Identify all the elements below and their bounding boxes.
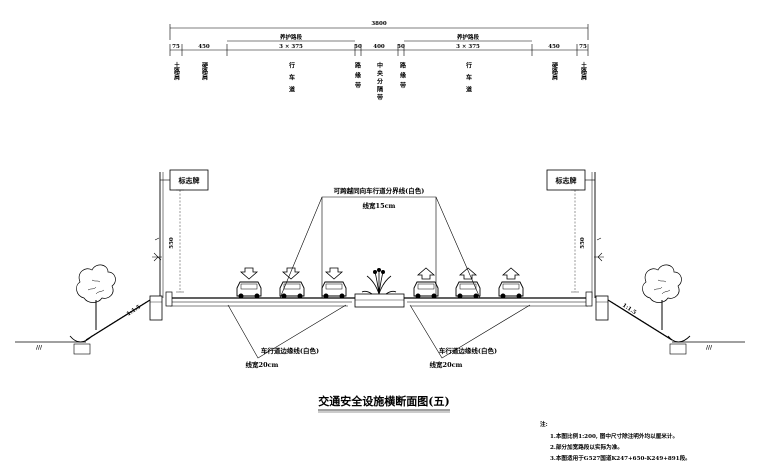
dim-hard-shoulder-left: 450 — [198, 44, 210, 50]
dim-shoulder-right: 75 — [579, 44, 587, 50]
zone-labels: 土路肩 硬路肩 行车道 路缘带 中央分隔带 路缘带 行车道 硬路肩 土路肩 — [173, 61, 587, 102]
marking-leaders — [227, 196, 531, 359]
dim-hard-shoulder-right: 450 — [548, 44, 560, 50]
marking-top-name: 可跨越同向车行道分界线(白色) — [334, 186, 425, 195]
sign-label-left: 标志牌 — [178, 176, 200, 185]
leader-left — [227, 304, 347, 359]
zone-hard-shoulder-left: 硬路肩 — [201, 61, 208, 81]
note-3: 3.本图适用于G527国道K247+650-K249+891段。 — [550, 454, 691, 462]
dim-edge-left: 50 — [354, 44, 362, 50]
barrier-right — [595, 295, 609, 321]
ground-hatch-right: /// — [706, 345, 713, 351]
dim-shoulder-left: 75 — [172, 44, 180, 50]
sign-height-right: 550 — [580, 237, 586, 249]
marking-right-name: 车行道边缘线(白色) — [439, 346, 497, 355]
zone-median: 中央分隔带 — [376, 61, 383, 102]
notes-heading: 注: — [540, 420, 548, 428]
marking-left-width: 线宽20cm — [246, 360, 279, 369]
tree-left — [76, 264, 116, 330]
slope-left — [85, 299, 151, 341]
car-right-2 — [455, 281, 481, 299]
slope-ratio-left: 1:1.5 — [126, 304, 142, 318]
car-right-1 — [413, 281, 439, 299]
sign-label-right: 标志牌 — [555, 176, 577, 185]
arrow-down-2-icon — [281, 267, 301, 280]
sign-height-left: 550 — [169, 237, 175, 249]
zone-soil-shoulder-right: 土路肩 — [580, 61, 587, 81]
zone-edge-strip-left: 路缘带 — [354, 61, 361, 92]
ditch-left — [69, 335, 93, 343]
dim-edge-right: 50 — [397, 44, 405, 50]
guard-zone-left-label: 养护路段 — [279, 33, 303, 41]
dim-median: 400 — [373, 44, 385, 50]
slope-right — [607, 299, 673, 341]
road-section — [15, 291, 745, 355]
zone-edge-strip-right: 路缘带 — [399, 61, 406, 92]
marking-right-width: 线宽20cm — [430, 360, 463, 369]
dim-lanes-left: 3 × 375 — [279, 44, 303, 50]
vehicles-right-lanes — [413, 281, 524, 299]
marking-left-name: 车行道边缘线(白色) — [261, 346, 319, 355]
car-left-1 — [236, 281, 262, 299]
note-1: 1.本图比例1:200, 图中尺寸除注明外均以厘米计。 — [550, 432, 678, 440]
sign-left — [152, 169, 209, 298]
ditch-right — [667, 335, 691, 343]
marking-top-width: 线宽15cm — [363, 201, 396, 210]
arrow-up-1-icon — [416, 267, 436, 280]
curb-right — [585, 291, 593, 307]
leader-top-outer — [279, 196, 481, 299]
median-block — [354, 293, 405, 308]
arrow-up-2-icon — [458, 267, 478, 280]
arrow-up-3-icon — [501, 267, 521, 280]
zone-carriageway-left: 行车道 — [288, 61, 296, 98]
total-width-label: 3800 — [371, 21, 386, 27]
leader-right — [409, 304, 531, 359]
car-right-3 — [498, 281, 524, 299]
note-2: 2.部分加宽路段以实际为准。 — [550, 443, 623, 451]
curb-left — [165, 291, 173, 307]
arrow-down-1-icon — [239, 267, 259, 280]
ground-hatch-left: /// — [36, 345, 43, 351]
guard-zone-right-label: 养护路段 — [456, 33, 480, 41]
tree-right — [642, 264, 682, 330]
car-left-3 — [321, 281, 347, 299]
vehicles-left-lanes — [236, 281, 347, 299]
zone-hard-shoulder-right: 硬路肩 — [551, 61, 558, 81]
zone-carriageway-right: 行车道 — [465, 61, 473, 98]
median-plant — [361, 267, 397, 295]
direction-arrows — [239, 267, 521, 280]
drawing-title: 交通安全设施横断面图(五) — [318, 394, 449, 408]
arrow-down-3-icon — [324, 267, 344, 280]
dim-lanes-right: 3 × 375 — [456, 44, 480, 50]
dimension-block — [169, 24, 589, 56]
zone-soil-shoulder-left: 土路肩 — [173, 61, 180, 81]
sign-right — [546, 169, 604, 298]
car-left-2 — [279, 281, 305, 299]
barrier-left — [149, 295, 163, 321]
